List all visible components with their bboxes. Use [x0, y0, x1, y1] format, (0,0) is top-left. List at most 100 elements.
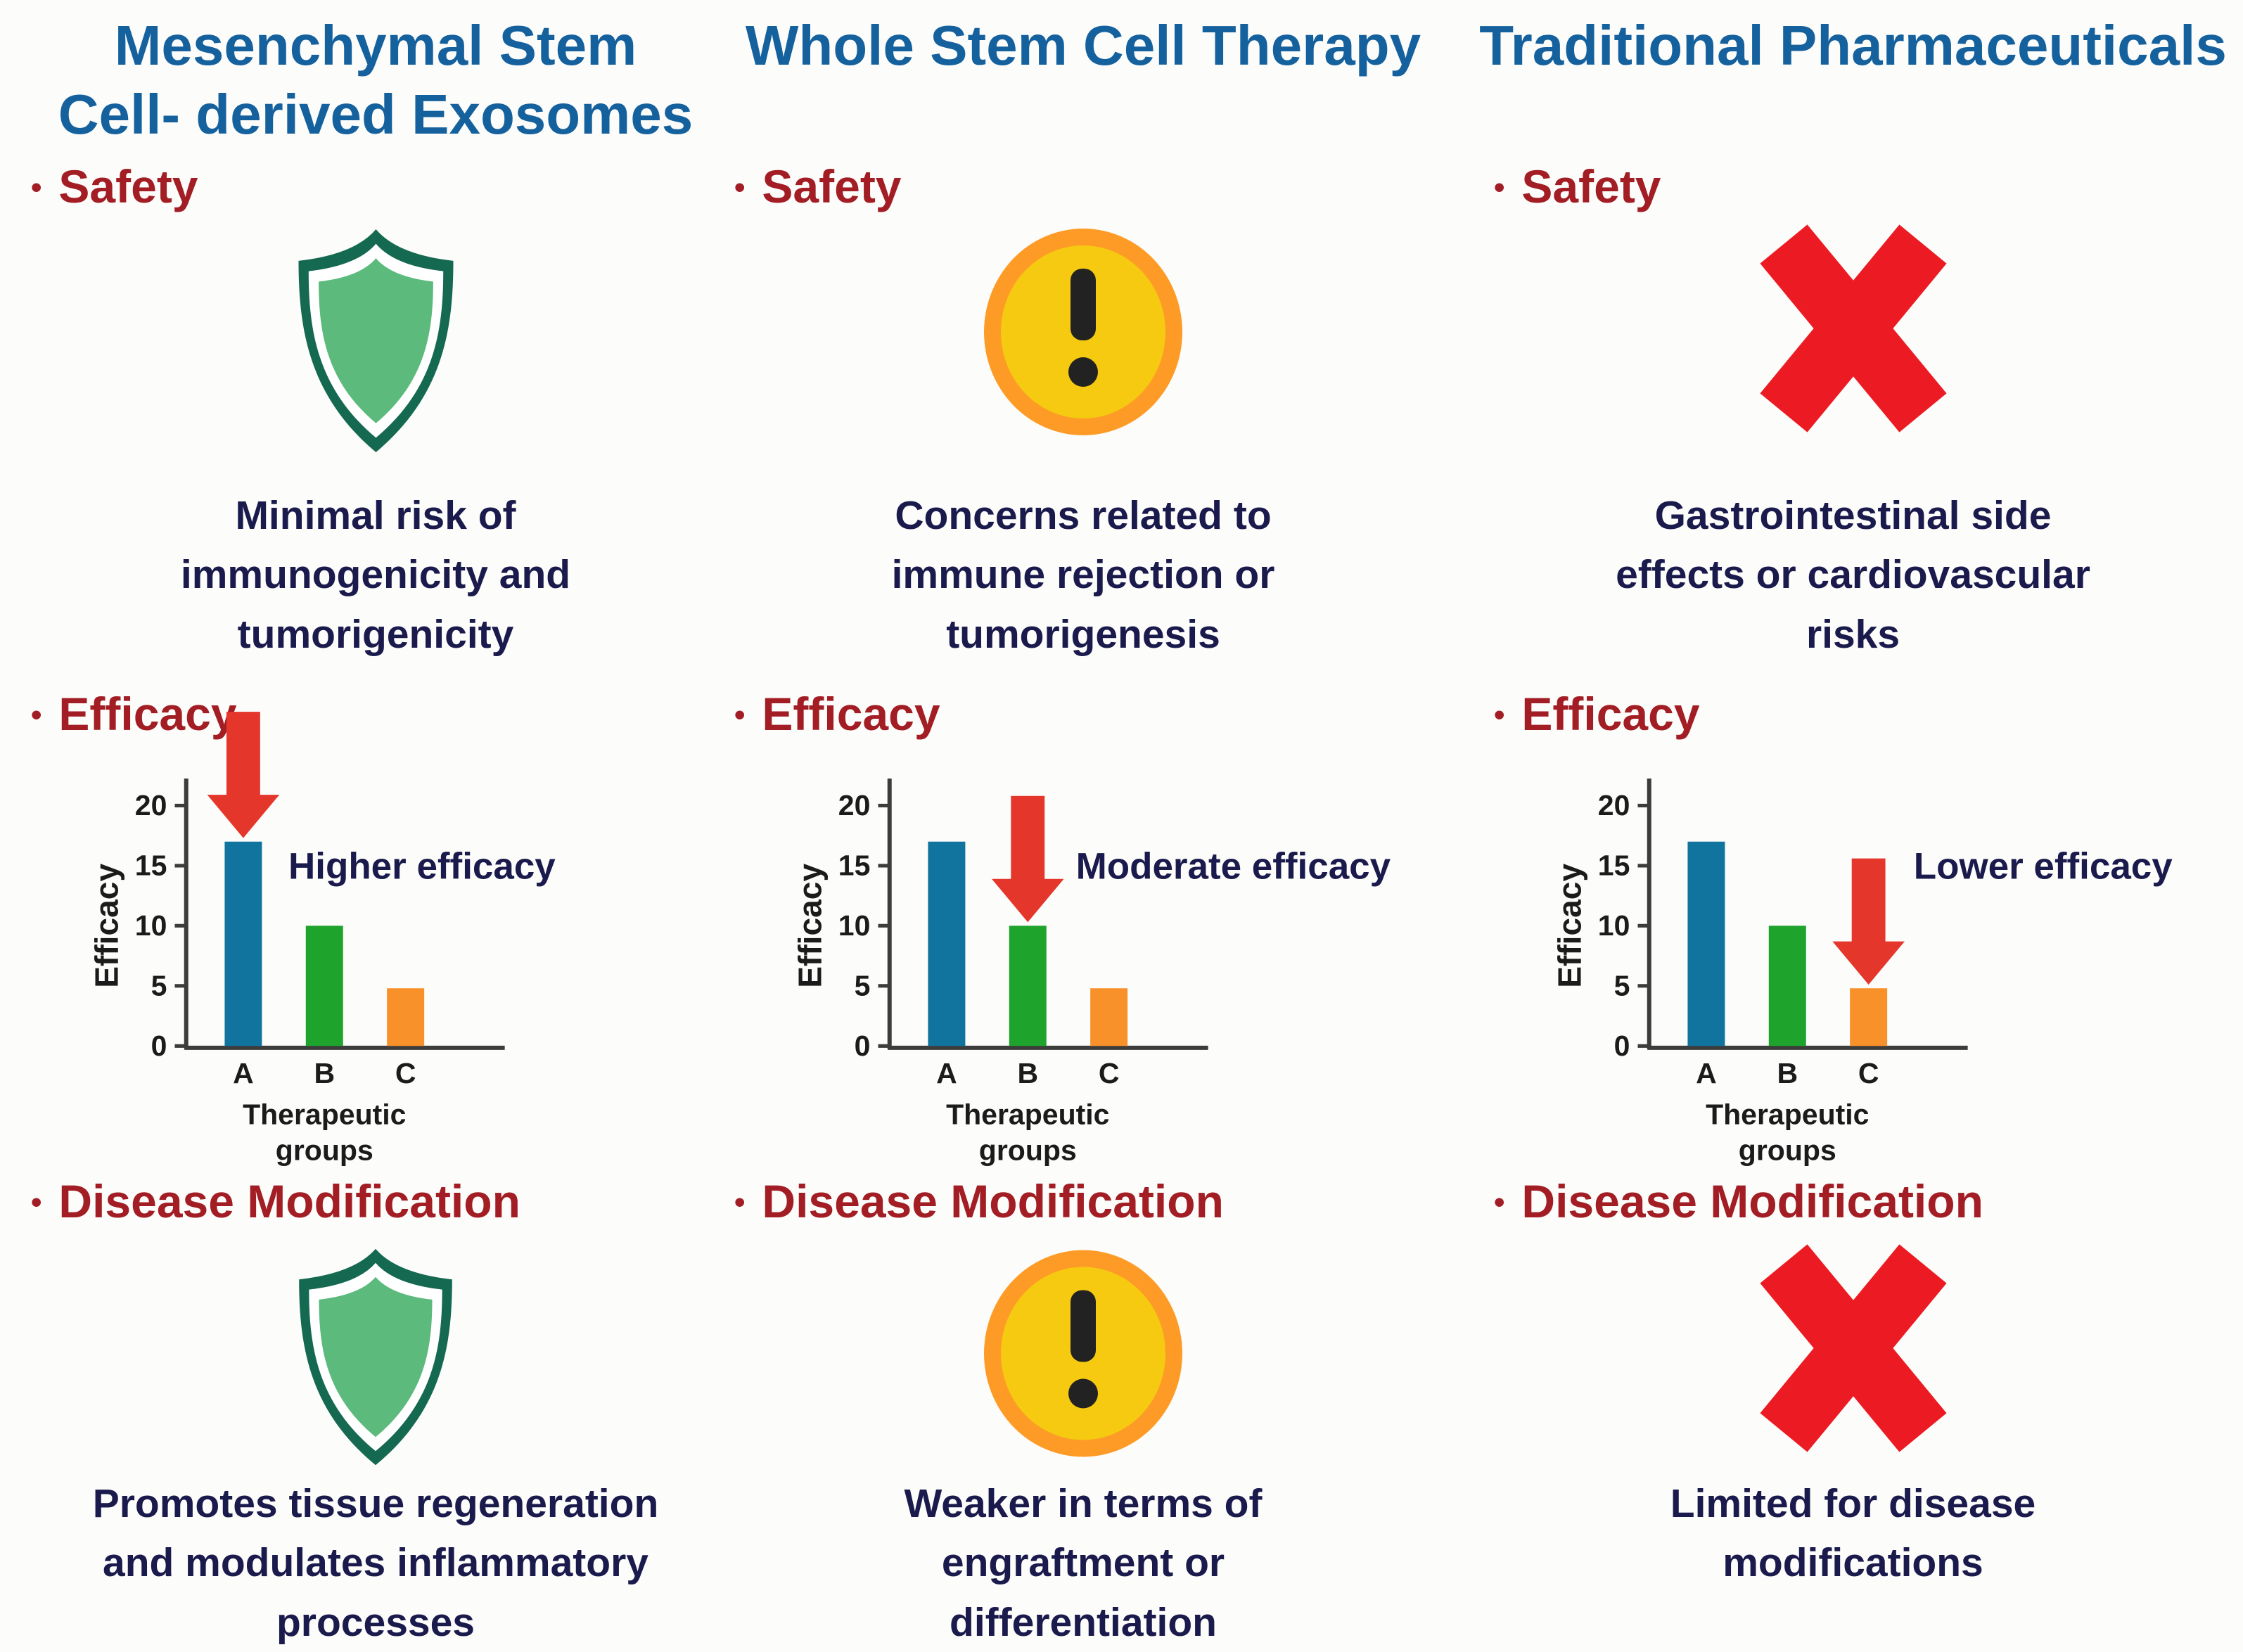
disease-iconbox [703, 1234, 1463, 1470]
bar-C [387, 988, 425, 1046]
section-heading-label: Efficacy [762, 688, 940, 740]
bar-C [1850, 988, 1888, 1046]
x-tick: A [1696, 1057, 1717, 1089]
down-arrow-icon [992, 795, 1064, 923]
x-axis-label: groups [276, 1134, 373, 1167]
disease-iconbox [0, 1234, 751, 1470]
bar-A [224, 841, 262, 1046]
x-tick: C [1858, 1057, 1879, 1089]
column-header: Traditional Pharmaceuticals [1479, 14, 2227, 77]
bullet-dot: • [1494, 698, 1505, 732]
bullet-dot: • [1494, 170, 1505, 205]
section-heading-label: Disease Modification [58, 1174, 520, 1227]
section-heading-safety: • Safety [0, 158, 751, 214]
y-tick: 15 [838, 850, 871, 882]
x-tick: B [1777, 1057, 1798, 1089]
x-axis-label: Therapeutic [1706, 1098, 1869, 1130]
section-heading-efficacy: • Efficacy [703, 682, 1463, 745]
x-tick: A [233, 1057, 254, 1089]
warning-icon [984, 1250, 1182, 1457]
bar-C [1090, 988, 1128, 1046]
bar-B [1768, 926, 1806, 1046]
bar-A [928, 841, 966, 1046]
bar-B [305, 926, 343, 1046]
column-header: Whole Stem Cell Therapy [745, 14, 1421, 77]
safety-iconbox [0, 214, 751, 482]
safety-iconbox [703, 214, 1463, 482]
y-tick: 10 [135, 909, 167, 942]
y-tick: 20 [135, 789, 167, 821]
disease-caption: Weaker in terms of engraftment or differ… [904, 1481, 1263, 1645]
section-heading-efficacy: • Efficacy [1463, 682, 2243, 745]
y-tick: 0 [151, 1030, 167, 1062]
section-heading-safety: • Safety [703, 158, 1463, 214]
y-axis-label: Efficacy [1551, 864, 1587, 988]
bullet-dot: • [31, 698, 42, 732]
y-tick: 15 [1598, 850, 1630, 882]
column-whole-stem-cell: Whole Stem Cell Therapy • Safety Concern… [703, 0, 1463, 1651]
disease-caption: Promotes tissue regeneration and modulat… [92, 1481, 659, 1645]
efficacy-chart: 20 15 10 5 0 Efficacy Lower efficacy A B… [1551, 778, 2173, 1167]
column-header: Mesenchymal Stem Cell- derived Exosomes [58, 14, 694, 146]
x-tick: A [936, 1057, 957, 1089]
x-axis-label: groups [1739, 1134, 1836, 1167]
y-tick: 15 [135, 850, 167, 882]
bullet-dot: • [1494, 1184, 1505, 1219]
x-axis-label: Therapeutic [946, 1098, 1109, 1130]
y-tick: 20 [1598, 789, 1630, 821]
efficacy-chart: 20 15 10 5 0 Efficacy Higher efficacy A … [88, 712, 556, 1167]
y-tick: 5 [151, 969, 167, 1001]
safety-caption: Gastrointestinal side effects or cardiov… [1616, 493, 2090, 657]
section-heading-efficacy: • Efficacy [0, 682, 751, 745]
efficacy-chartbox: 20 15 10 5 0 Efficacy Moderate efficacy … [703, 745, 1463, 1167]
section-heading-label: Efficacy [58, 688, 237, 740]
y-tick: 10 [1598, 909, 1630, 942]
section-heading-label: Safety [58, 160, 198, 212]
x-tick: B [314, 1057, 335, 1089]
down-arrow-icon [207, 712, 280, 838]
y-tick: 5 [1614, 969, 1630, 1001]
y-axis-label: Efficacy [88, 864, 124, 988]
bullet-dot: • [31, 1184, 42, 1219]
chart-annotation: Moderate efficacy [1076, 846, 1391, 888]
section-heading-disease-modification: • Disease Modification [1463, 1167, 2243, 1234]
safety-caption: Minimal risk of immunogenicity and tumor… [180, 493, 571, 657]
chart-annotation: Higher efficacy [288, 846, 556, 888]
bullet-dot: • [734, 698, 746, 732]
down-arrow-icon [1832, 858, 1905, 985]
safety-caption: Concerns related to immune rejection or … [891, 493, 1275, 657]
warning-icon [984, 229, 1182, 435]
y-axis-label: Efficacy [791, 864, 828, 988]
shield-icon [298, 229, 453, 453]
shield-icon [299, 1248, 452, 1466]
section-heading-disease-modification: • Disease Modification [703, 1167, 1463, 1234]
bullet-dot: • [734, 170, 746, 205]
bullet-dot: • [734, 1184, 746, 1219]
cross-icon [1759, 1244, 1947, 1452]
section-heading-label: Disease Modification [1521, 1174, 1983, 1227]
section-heading-label: Safety [1521, 160, 1661, 212]
efficacy-chart: 20 15 10 5 0 Efficacy Moderate efficacy … [791, 778, 1391, 1167]
efficacy-chartbox: 20 15 10 5 0 Efficacy Lower efficacy A B… [1463, 745, 2243, 1167]
y-tick: 5 [855, 969, 871, 1001]
section-heading-label: Disease Modification [762, 1174, 1224, 1227]
x-tick: B [1017, 1057, 1038, 1089]
section-heading-safety: • Safety [1463, 158, 2243, 214]
y-tick: 20 [838, 789, 871, 821]
safety-iconbox [1463, 214, 2243, 482]
section-heading-label: Safety [762, 160, 902, 212]
bar-B [1009, 926, 1047, 1046]
x-axis-label: groups [979, 1134, 1077, 1167]
y-tick: 10 [838, 909, 871, 942]
section-heading-disease-modification: • Disease Modification [0, 1167, 751, 1234]
column-msc-exosomes: Mesenchymal Stem Cell- derived Exosomes … [0, 0, 703, 1651]
x-axis-label: Therapeutic [243, 1098, 406, 1130]
bullet-dot: • [31, 170, 42, 205]
disease-caption: Limited for disease modifications [1670, 1481, 2036, 1586]
y-tick: 0 [1614, 1030, 1630, 1062]
x-tick: C [1099, 1057, 1120, 1089]
cross-icon [1759, 224, 1947, 433]
section-heading-label: Efficacy [1521, 688, 1700, 740]
x-tick: C [395, 1057, 416, 1089]
